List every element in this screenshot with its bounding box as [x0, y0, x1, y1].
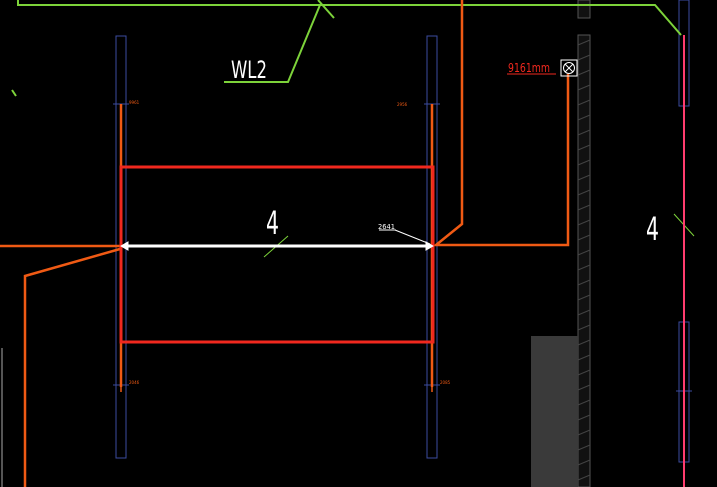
green-wire-wl2[interactable] — [11, 0, 695, 258]
tag-bottom-left: 2046 — [129, 380, 140, 385]
circuit-label: WL2 — [231, 56, 267, 84]
dimension-line[interactable] — [119, 229, 435, 251]
length-label-right: 4 — [646, 210, 659, 248]
wall-hatch — [577, 0, 591, 487]
tag-bottom-right: 2085 — [440, 380, 451, 385]
red-selection-box[interactable] — [119, 165, 435, 344]
dimension-value: 2641 — [378, 223, 395, 231]
tag-top-right: 2956 — [397, 102, 408, 107]
length-label-main: 4 — [266, 204, 279, 242]
column-block[interactable] — [531, 336, 578, 487]
elevation-label: 9161mm — [508, 61, 550, 75]
tag-top-left: 9961 — [129, 100, 140, 105]
cross-circle-icon[interactable] — [560, 59, 578, 77]
